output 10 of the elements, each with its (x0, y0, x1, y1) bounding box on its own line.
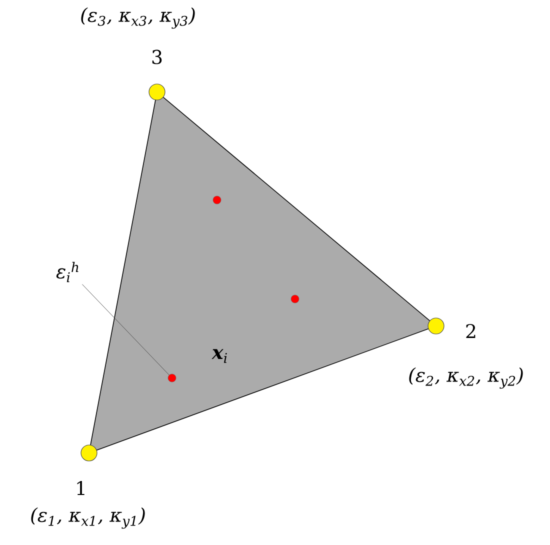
vertex-tuple: (ε$_{3}$, κ$_{x3}$, κ$_{y3}$) (81, 7, 195, 29)
vertex-number: 1 (77, 480, 84, 496)
vertex-number: 2 (466, 324, 476, 338)
point-label: x$_{i}$ (212, 349, 227, 363)
vertex-tuple: (ε$_{1}$, κ$_{x1}$, κ$_{y1}$) (31, 507, 145, 529)
vertex-number: 3 (152, 50, 162, 64)
integration-point (168, 374, 176, 382)
point-label: ε$_{i}$h (56, 262, 78, 282)
vertex-tuple: (ε$_{2}$, κ$_{x2}$, κ$_{y2}$) (409, 367, 523, 389)
leader-line (82, 284, 170, 376)
